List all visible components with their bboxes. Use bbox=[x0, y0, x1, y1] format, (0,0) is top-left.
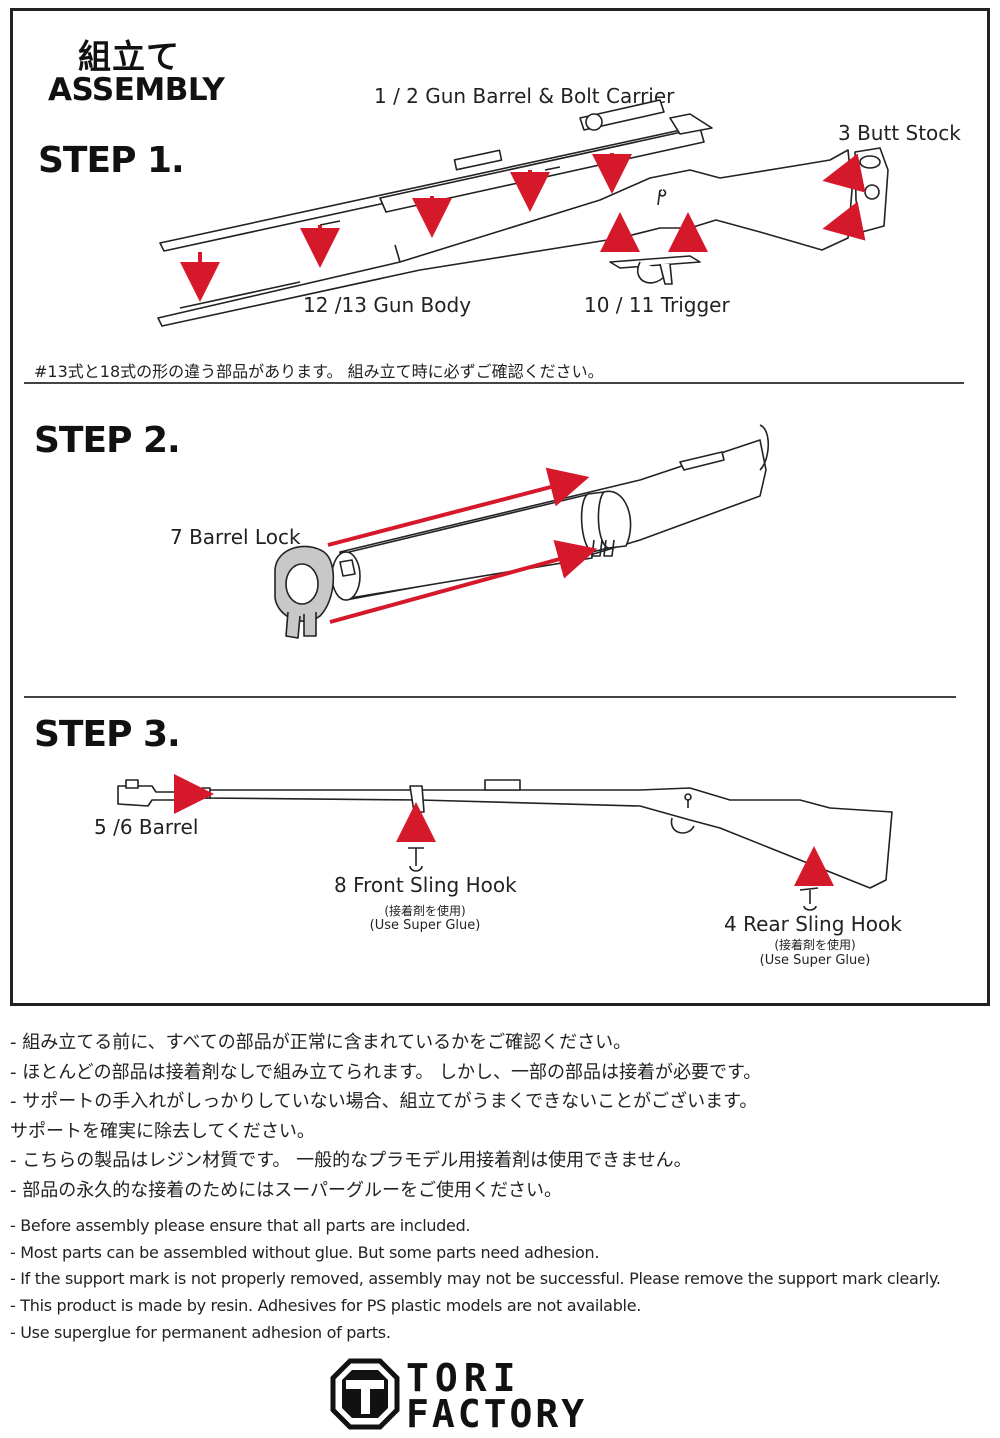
label-barrel-lock: 7 Barrel Lock bbox=[170, 525, 301, 549]
step3-complete-rifle bbox=[201, 779, 893, 889]
instruction-en-item: - Use superglue for permanent adhesion o… bbox=[10, 1322, 391, 1342]
tori-factory-logo-icon bbox=[330, 1358, 400, 1430]
step3-rear-sling-hook-part bbox=[799, 887, 819, 911]
title-japanese: 組立て bbox=[78, 37, 180, 76]
instruction-en-item: - If the support mark is not properly re… bbox=[10, 1269, 941, 1289]
brand-name-line2: FACTORY bbox=[406, 1392, 588, 1436]
instruction-jp-item: - こちらの製品はレジン材質です。 一般的なプラモデル用接着剤は使用できません。 bbox=[10, 1150, 692, 1171]
instruction-en-item: - Before assembly please ensure that all… bbox=[10, 1216, 471, 1235]
instructions-english: - Before assembly please ensure that all… bbox=[10, 1213, 941, 1347]
divider-1 bbox=[24, 382, 964, 384]
instruction-en-item: - Most parts can be assembled without gl… bbox=[10, 1242, 600, 1262]
step2-barrel-lock-part bbox=[274, 545, 335, 639]
rear-sling-glue-jp: (接着剤を使用) bbox=[774, 938, 856, 952]
title-english: ASSEMBLY bbox=[48, 72, 225, 108]
instruction-en-item: - This product is made by resin. Adhesiv… bbox=[10, 1296, 642, 1316]
step1-trigger-part bbox=[609, 255, 701, 285]
instruction-frame bbox=[10, 8, 990, 1006]
step3-barrel-part bbox=[117, 779, 211, 807]
instructions-japanese: - 組み立てる前に、すべての部品が正常に含まれているかをご確認ください。 - ほ… bbox=[10, 1028, 761, 1205]
label-butt-stock: 3 Butt Stock bbox=[838, 121, 961, 145]
instruction-jp-item: - ほとんどの部品は接着剤なしで組み立てられます。 しかし、一部の部品は接着が必… bbox=[10, 1061, 762, 1083]
label-gun-body: 12 /13 Gun Body bbox=[303, 293, 472, 317]
step2-rifle-part bbox=[331, 424, 770, 601]
step1-note: #13式と18式の形の違う部品があります。 組み立て時に必ずご確認ください。 bbox=[34, 362, 604, 381]
label-barrel: 5 /6 Barrel bbox=[94, 815, 199, 839]
label-front-sling-hook: 8 Front Sling Hook bbox=[334, 873, 517, 897]
step1-butt-stock-part bbox=[854, 147, 889, 233]
instruction-jp-item: - 組み立てる前に、すべての部品が正常に含まれているかをご確認ください。 bbox=[10, 1032, 632, 1053]
step1-heading: STEP 1. bbox=[38, 140, 185, 181]
step1-barrel-bolt-part bbox=[159, 99, 713, 252]
step3-front-sling-hook-part bbox=[408, 847, 424, 872]
assembly-illustrations bbox=[117, 99, 893, 911]
instruction-jp-item: - 部品の永久的な接着のためにはスーパーグルーをご使用ください。 bbox=[10, 1179, 563, 1201]
rear-sling-glue-en: (Use Super Glue) bbox=[759, 953, 871, 968]
label-barrel-bolt: 1 / 2 Gun Barrel & Bolt Carrier bbox=[374, 84, 675, 108]
divider-2 bbox=[24, 696, 956, 698]
instruction-jp-item: サポートを確実に除去してください。 bbox=[10, 1120, 315, 1142]
front-sling-glue-jp: (接着剤を使用) bbox=[384, 904, 466, 918]
step2-heading: STEP 2. bbox=[34, 420, 181, 461]
label-rear-sling-hook: 4 Rear Sling Hook bbox=[724, 912, 902, 936]
label-trigger: 10 / 11 Trigger bbox=[584, 293, 730, 317]
step3-heading: STEP 3. bbox=[34, 714, 181, 755]
assembly-arrows bbox=[174, 153, 866, 886]
brand-name-line1: TORI bbox=[406, 1356, 522, 1400]
instruction-jp-item: - サポートの手入れがしっかりしていない場合、組立てがうまくできないことがござい… bbox=[10, 1091, 758, 1112]
front-sling-glue-en: (Use Super Glue) bbox=[369, 918, 481, 933]
